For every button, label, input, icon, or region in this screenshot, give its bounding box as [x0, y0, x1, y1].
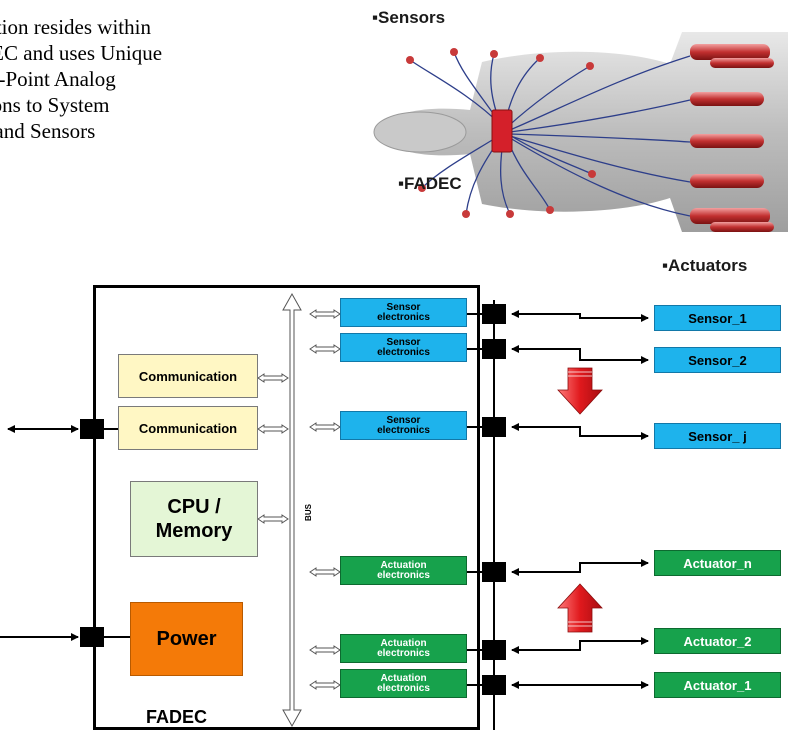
sensor-electronics-3: Sensor electronics	[340, 411, 467, 440]
actuator-1-block: Actuator_1	[654, 672, 781, 698]
engine-body	[373, 32, 788, 232]
sensor-j-block: Sensor_ j	[654, 423, 781, 449]
fadec-label: FADEC	[146, 707, 208, 727]
actuator-flow-arrow	[557, 583, 603, 633]
actuator-2-block: Actuator_2	[654, 628, 781, 654]
cpu-memory-block: CPU / Memory	[130, 481, 258, 557]
sensor-flow-arrow	[557, 367, 603, 415]
actuation-electronics-3: Actuation electronics	[340, 669, 467, 698]
photo-sensors-label: ▪Sensors	[372, 8, 446, 27]
communication-block-2: Communication	[118, 406, 258, 450]
intro-line-5: rs and Sensors	[0, 119, 96, 143]
photo-actuators-label: ▪Actuators	[662, 256, 748, 275]
intro-line-2: DEC and uses Unique	[0, 41, 163, 65]
actuation-electronics-2: Actuation electronics	[340, 634, 467, 663]
intro-text: nction resides within DEC and uses Uniqu…	[0, 14, 300, 144]
sensor-1-block: Sensor_1	[654, 305, 781, 331]
power-block: Power	[130, 602, 243, 676]
engine-illustration	[373, 32, 788, 232]
connectors	[80, 304, 506, 695]
communication-block-1: Communication	[118, 354, 258, 398]
photo-fadec-label: ▪FADEC	[398, 174, 462, 193]
intro-line-3: o-Point Analog	[0, 67, 116, 91]
internal-lines	[467, 313, 482, 686]
intro-line-1: nction resides within	[0, 15, 151, 39]
external-connections	[511, 310, 649, 689]
bus-links	[257, 309, 341, 690]
actuator-n-block: Actuator_n	[654, 550, 781, 576]
actuation-electronics-1: Actuation electronics	[340, 556, 467, 585]
sensor-electronics-2: Sensor electronics	[340, 333, 467, 362]
fadec-unit	[491, 109, 513, 153]
bus-arrow	[282, 292, 302, 728]
intro-line-4: tions to System	[0, 93, 110, 117]
sensor-electronics-1: Sensor electronics	[340, 298, 467, 327]
sensor-2-block: Sensor_2	[654, 347, 781, 373]
sensor-nodes	[406, 48, 596, 218]
actuator-tubes	[690, 44, 774, 232]
bus-label: BUS	[303, 504, 313, 521]
